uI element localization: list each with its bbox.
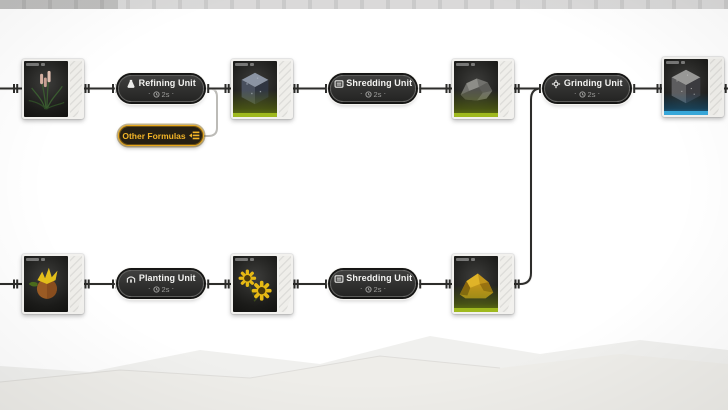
item-label: [456, 63, 475, 66]
unit-node-grinding[interactable]: Grinding Unit · 2s ·: [544, 75, 630, 102]
item-image-frame: [24, 61, 68, 117]
unit-craft-time: · 2s ·: [573, 89, 601, 99]
blue-gradient-overlay: [664, 59, 708, 115]
planter-icon: [127, 276, 136, 283]
unit-craft-time: · 2s ·: [359, 89, 387, 99]
unit-label: Planting Unit: [138, 273, 196, 284]
rarity-strip-green: [454, 113, 498, 117]
green-gradient-overlay: [454, 256, 498, 312]
clock-icon: [152, 286, 160, 293]
item-image-frame: [454, 256, 498, 312]
clock-icon: [578, 91, 586, 98]
card-fold-tab: [710, 59, 722, 115]
item-label: [456, 258, 475, 261]
item-image-frame: [664, 59, 708, 115]
shredder-icon: [334, 275, 344, 283]
item-label: [666, 61, 685, 64]
green-gradient-overlay: [233, 61, 277, 117]
unit-node-shredding-bottom[interactable]: Shredding Unit · 2s ·: [330, 270, 416, 297]
item-image-frame: [233, 256, 277, 312]
item-node-sulfur-ore[interactable]: [452, 254, 514, 314]
item-node-seed-bulb[interactable]: [22, 254, 84, 314]
reed-plant-image: [28, 70, 65, 110]
wire-paths: [0, 87, 728, 285]
item-label: [26, 258, 45, 261]
item-label: [235, 258, 254, 261]
card-fold-tab: [70, 256, 82, 312]
shredder-icon: [334, 80, 344, 88]
unit-node-planting[interactable]: Planting Unit · 2s ·: [118, 270, 204, 297]
clock-icon: [364, 286, 372, 293]
item-label: [235, 63, 254, 66]
rarity-strip-blue: [664, 111, 708, 115]
refinery-icon: [127, 79, 135, 88]
grinder-icon: [552, 79, 561, 88]
card-fold-tab: [70, 61, 82, 117]
background-haze: [0, 9, 728, 23]
seed-bulb-image: [28, 267, 58, 299]
unit-craft-time: · 2s ·: [359, 284, 387, 294]
unit-label: Grinding Unit: [563, 78, 623, 89]
clock-icon: [364, 91, 372, 98]
other-formulas-label: Other Formulas: [122, 130, 186, 141]
card-fold-tab: [279, 61, 291, 117]
formula-list-icon: [188, 131, 200, 140]
rarity-strip-green: [233, 113, 277, 117]
green-gradient-overlay: [454, 61, 498, 117]
item-label: [26, 63, 45, 66]
sunflower-image: [238, 269, 272, 302]
background-terrain: [0, 336, 728, 410]
background-top-band: [0, 0, 728, 9]
unit-craft-time: · 2s ·: [147, 284, 175, 294]
item-node-ore-rock[interactable]: [452, 59, 514, 119]
other-formulas-wire: [204, 88, 218, 137]
item-image-frame: [454, 61, 498, 117]
wire-halo: [0, 86, 728, 286]
item-image-frame: [233, 61, 277, 117]
item-node-stone-cube[interactable]: [231, 59, 293, 119]
unit-craft-time: · 2s ·: [147, 89, 175, 99]
wire-pins: [13, 84, 727, 289]
other-formulas-button[interactable]: Other Formulas: [118, 125, 204, 146]
card-fold-tab: [279, 256, 291, 312]
rarity-strip-green: [454, 308, 498, 312]
card-fold-tab: [500, 61, 512, 117]
item-node-concrete-cube[interactable]: [662, 57, 724, 117]
clock-icon: [152, 91, 160, 98]
item-node-sunflower[interactable]: [231, 254, 293, 314]
card-fold-tab: [500, 256, 512, 312]
unit-node-refining[interactable]: Refining Unit · 2s ·: [118, 75, 204, 102]
unit-label: Refining Unit: [138, 78, 196, 89]
unit-label: Shredding Unit: [346, 273, 413, 284]
item-image-frame: [24, 256, 68, 312]
unit-node-shredding-top[interactable]: Shredding Unit · 2s ·: [330, 75, 416, 102]
item-node-reed-plant[interactable]: [22, 59, 84, 119]
unit-label: Shredding Unit: [346, 78, 413, 89]
